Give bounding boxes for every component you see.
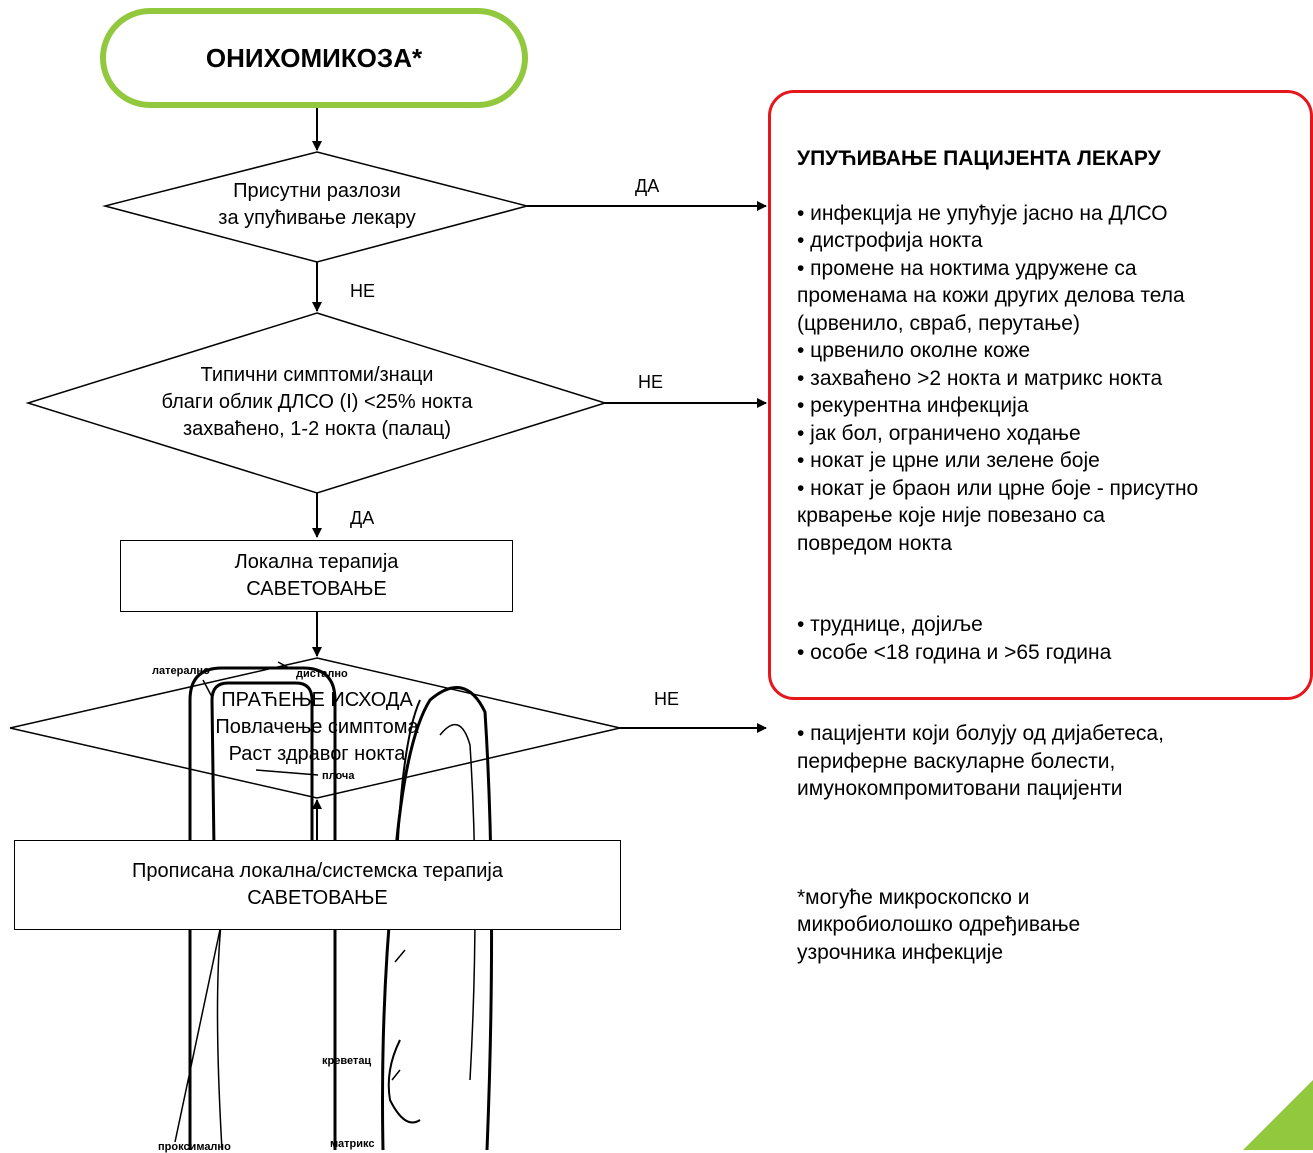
edge-label-d1-no: НЕ xyxy=(350,281,376,301)
referral-item: • дистрофија нокта xyxy=(797,229,983,252)
decision-1-line-1: Присутни разлози xyxy=(233,180,401,202)
referral-item: • промене на ноктима удружене са xyxy=(797,256,1137,280)
referral-item: крварење које није повезано са xyxy=(797,504,1105,527)
nail-label-proximal: проксимално xyxy=(158,1141,231,1153)
local-therapy-box: Локална терапија САВЕТОВАЊЕ xyxy=(120,540,513,612)
referral-footnote: *могуће микроскопско и xyxy=(797,885,1030,909)
referral-item: имунокомпромитовани пацијенти xyxy=(797,777,1123,800)
corner-accent xyxy=(1243,1080,1313,1150)
referral-item: • црвенило околне коже xyxy=(797,339,1031,362)
referral-item: периферне васкуларне болести, xyxy=(797,749,1116,773)
edge-label-d3-no: НЕ xyxy=(654,689,680,709)
decision-1-line-2: за упућивање лекару xyxy=(218,207,416,229)
referral-item: • јак бол, ограничено ходање xyxy=(797,421,1081,445)
local-therapy-line-2: САВЕТОВАЊЕ xyxy=(246,578,387,600)
decision-1-text: Присутни разлози за упућивање лекару xyxy=(160,178,474,232)
prescribed-therapy-line-2: САВЕТОВАЊЕ xyxy=(247,887,388,909)
referral-item: • нокат је црне или зелене боје xyxy=(797,449,1100,472)
decision-2-text: Типични симптоми/знаци благи облик ДЛСО … xyxy=(110,362,524,443)
prescribed-therapy-box: Прописана локална/системска терапија САВ… xyxy=(14,840,621,930)
referral-item: • особе <18 година и >65 година xyxy=(797,640,1112,664)
decision-2-line-1: Типични симптоми/знаци xyxy=(200,364,434,386)
nail-label-distal: дистално xyxy=(296,668,348,680)
decision-3-line-1: ПРАЋЕЊЕ ИСХОДА xyxy=(221,689,413,711)
edge-label-d1-yes: ДА xyxy=(635,176,660,196)
prescribed-therapy-line-1: Прописана локална/системска терапија xyxy=(132,860,503,882)
referral-heading: УПУЋИВАЊЕ ПАЦИЈЕНТА ЛЕКАРУ xyxy=(797,147,1161,170)
decision-2-line-3: захваћено, 1-2 нокта (палац) xyxy=(182,418,452,440)
local-therapy-line-1: Локална терапија xyxy=(234,551,399,573)
referral-item: • захваћено >2 нокта и матрикс нокта xyxy=(797,366,1163,390)
referral-box: УПУЋИВАЊЕ ПАЦИЈЕНТА ЛЕКАРУ • инфекција н… xyxy=(768,90,1313,964)
referral-footnote: узрочника инфекције xyxy=(797,940,1004,964)
decision-3-line-3: Раст здравог нокта xyxy=(228,743,406,765)
title-terminal: ОНИХОМИКОЗА* xyxy=(100,8,528,108)
decision-3-text: ПРАЋЕЊЕ ИСХОДА Повлачење симптома Раст з… xyxy=(110,687,524,768)
decision-2-line-2: благи облик ДЛСО (I) <25% нокта xyxy=(161,391,473,413)
edge-label-d2-yes: ДА xyxy=(350,508,375,528)
referral-item: повредом нокта xyxy=(797,531,953,555)
nail-label-matrix: матрикс xyxy=(330,1138,375,1150)
referral-item: • инфекција не упућује јасно на ДЛСО xyxy=(797,201,1168,225)
referral-item: (црвенило, свраб, перутање) xyxy=(797,311,1080,335)
referral-item: • труднице, дојиље xyxy=(797,613,983,636)
title-text: ОНИХОМИКОЗА* xyxy=(205,42,423,73)
referral-item: променама на кожи других делова тела xyxy=(797,284,1185,307)
nail-label-plate: плоча xyxy=(322,770,355,782)
referral-item: • нокат је браон или црне боје - присутн… xyxy=(797,476,1199,500)
decision-3-line-2: Повлачење симптома xyxy=(215,716,419,738)
referral-item: • пацијенти који болују од дијабетеса, xyxy=(797,722,1164,745)
nail-label-lateral: латерално xyxy=(152,665,210,677)
nail-label-bed: креветац xyxy=(322,1055,372,1067)
decision-3-shape xyxy=(9,657,621,799)
referral-footnote: микробиолошко одређивање xyxy=(797,913,1081,936)
referral-item: • рекурентна инфекција xyxy=(797,394,1029,417)
edge-label-d2-no: НЕ xyxy=(638,372,664,392)
